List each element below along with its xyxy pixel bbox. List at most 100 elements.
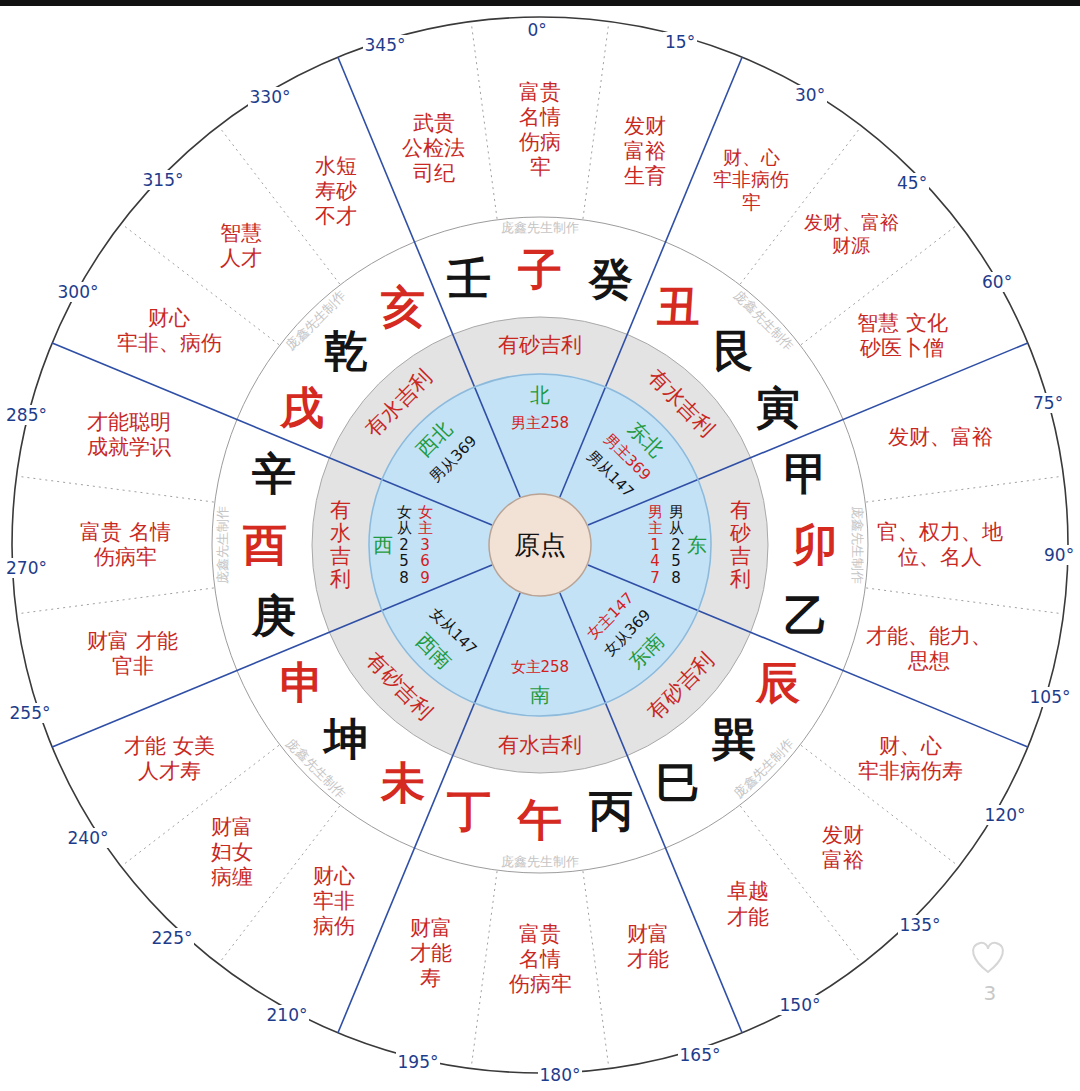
sector-divider (866, 588, 1062, 614)
mountain-character: 酉 (243, 523, 287, 567)
text-line: 才能 (124, 734, 166, 758)
direction-name: 南 (530, 683, 550, 707)
degree-label: 330° (248, 87, 293, 107)
text-line: 病缠 (211, 865, 253, 889)
meaning-text: 财心 牢非、病伤 (117, 306, 222, 356)
origin-label: 原点 (514, 530, 566, 561)
mountain-character: 辛 (252, 452, 296, 496)
sand-water-ring (312, 317, 768, 773)
gender-rule: 女主258 (511, 658, 570, 676)
mountain-character: 坤 (324, 717, 368, 761)
text-line: 财、心 (879, 734, 942, 758)
text-line: 富贵 (80, 520, 122, 544)
meaning-text: 财、心 牢非病伤寿 (858, 734, 963, 784)
text-line: 伤病 (519, 130, 561, 154)
text-line: 病伤 (313, 914, 355, 938)
text-line: 名情 (129, 520, 171, 544)
text-line: 官非 (112, 654, 154, 678)
direction-name: 北 (530, 383, 550, 407)
meaning-text: 卓越 才能 (727, 879, 769, 929)
watermark: 庞鑫先生制作 (215, 506, 231, 584)
text-line: 文化 (906, 311, 948, 335)
text-line: 卓越 (727, 879, 769, 903)
text-line: 水短 (315, 154, 357, 178)
sand-water-note: 有水吉利 (330, 499, 351, 591)
heart-icon (973, 943, 1003, 972)
degree-label: 0° (526, 20, 549, 40)
text-line: 名情 (519, 105, 561, 129)
mountain-character: 乾 (324, 329, 368, 373)
sand-water-note: 有砂吉利 (498, 333, 582, 358)
meaning-text: 才能 女美 人才寿 (123, 734, 216, 784)
sector-divider (18, 588, 214, 614)
direction-name: 西 (373, 533, 393, 557)
origin-circle-shape (489, 494, 591, 596)
direction-disc: 北男主258东北男主369男从147东男从258男主147东南女从369女主14… (368, 373, 712, 717)
text-line: 砂医卜僧 (860, 336, 944, 360)
degree-label: 270° (4, 558, 49, 578)
direction-divider (338, 593, 520, 1033)
gender-rule: 女主369 (418, 504, 433, 587)
text-line: 女美 (173, 734, 215, 758)
direction-divider (588, 343, 1028, 525)
text-line: 财富 (627, 922, 669, 946)
top-bar (0, 0, 1080, 6)
text-line: 发财 (822, 823, 864, 847)
text-line: 智慧 (857, 311, 899, 335)
text-line: 发财、富裕 (804, 211, 899, 233)
meaning-text: 智慧 人才 (220, 221, 262, 271)
mountain-character: 甲 (784, 452, 828, 496)
sector-divider (583, 23, 609, 219)
text-line: 才能 (410, 941, 452, 965)
text-line: 牢非 (313, 889, 355, 913)
meaning-text: 富贵 名情 伤病牢 (79, 520, 172, 570)
text-line: 思想 (908, 649, 950, 673)
text-line: 才能 (136, 629, 178, 653)
text-line: 成就学识 (87, 435, 171, 459)
text-line: 人才 (220, 246, 262, 270)
mountain-character: 午 (518, 798, 562, 842)
degree-label: 210° (265, 1005, 310, 1025)
meaning-text: 发财 富裕 (822, 823, 864, 873)
degree-label: 15° (663, 32, 697, 52)
mountain-character: 庚 (252, 594, 296, 638)
degree-label: 315° (141, 170, 186, 190)
degree-label: 255° (8, 703, 53, 723)
text-line: 武贵 (413, 111, 455, 135)
text-line: 寿 (420, 966, 441, 990)
meaning-text: 财富 妇女 病缠 (211, 815, 253, 891)
degree-label: 90° (1042, 545, 1076, 565)
sector-divider (866, 476, 1062, 502)
text-line: 智慧 (220, 221, 262, 245)
text-line: 牢非病伤寿 (858, 759, 963, 783)
meaning-text: 水短 寿砂 不才 (315, 154, 357, 230)
text-line: 财、心 (723, 146, 780, 168)
meaning-text: 发财、富裕 财源 (804, 211, 899, 256)
text-line: 伤病牢 (509, 972, 572, 996)
direction-divider (560, 57, 742, 497)
text-line: 生育 (624, 164, 666, 188)
text-line: 位、名人 (898, 545, 982, 569)
meaning-text: 富贵 名情 伤病 牢 (519, 80, 561, 181)
text-line: 财源 (832, 234, 870, 256)
watermark: 庞鑫先生制作 (501, 854, 579, 870)
meaning-text: 智慧 文化 砂医卜僧 (855, 311, 948, 361)
meaning-text: 才能、能力、 思想 (866, 624, 992, 674)
degree-label: 120° (983, 805, 1028, 825)
text-line: 财富 (410, 916, 452, 940)
text-line: 名情 (519, 947, 561, 971)
direction-divider (560, 593, 742, 1033)
sand-water-note: 有砂吉利 (730, 499, 751, 591)
direction-name: 东 (687, 533, 707, 557)
text-line: 发财 (624, 114, 666, 138)
text-line: 富裕 (624, 139, 666, 163)
sector-divider (18, 476, 214, 502)
degree-label: 45° (895, 173, 929, 193)
degree-label: 30° (793, 85, 827, 105)
direction-divider (338, 57, 520, 497)
direction-disc-shape (369, 374, 711, 716)
sector-divider (471, 871, 497, 1067)
meaning-text: 富贵 名情 伤病牢 (509, 922, 572, 998)
text-line: 人才寿 (138, 759, 201, 783)
degree-label: 285° (4, 405, 49, 425)
